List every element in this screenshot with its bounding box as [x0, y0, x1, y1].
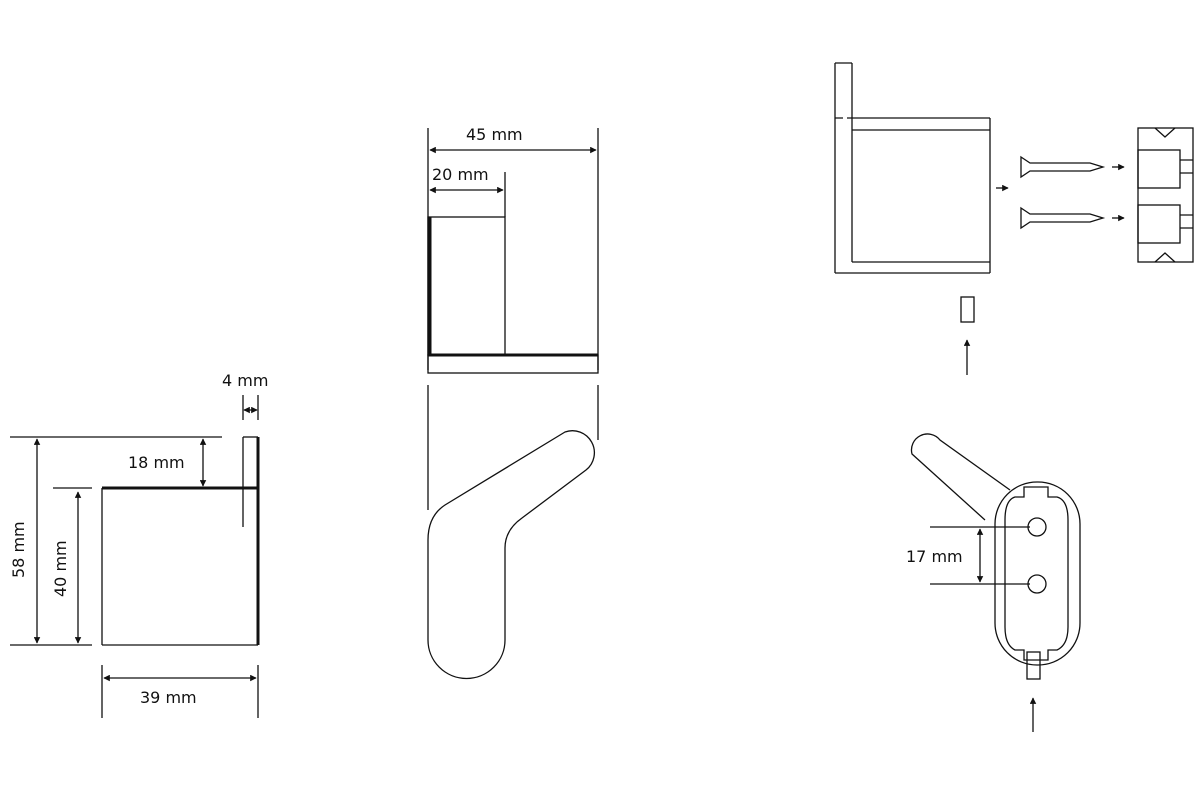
- width-label: 39 mm: [140, 688, 197, 707]
- depth-label: 45 mm: [466, 125, 523, 144]
- thickness-label: 4 mm: [222, 371, 268, 390]
- total-height-label: 58 mm: [9, 521, 28, 578]
- set-screw-icon: [1026, 651, 1041, 680]
- hole-spacing-label: 17 mm: [906, 547, 963, 566]
- back-view: 17 mm: [906, 433, 1081, 732]
- profile-view: 45 mm 20 mm: [427, 125, 599, 680]
- screw-icon: [1020, 155, 1106, 230]
- set-screw-icon: [960, 296, 975, 323]
- wall-anchor-icon: [1137, 127, 1194, 263]
- plate-depth-label: 20 mm: [432, 165, 489, 184]
- body-height-label: 40 mm: [51, 540, 70, 597]
- plate-offset-label: 18 mm: [128, 453, 185, 472]
- side-view: 4 mm 18 mm 58 mm 40 mm 39 mm: [9, 371, 268, 718]
- hook-profile: [427, 430, 596, 680]
- mounting-view: [834, 62, 1194, 375]
